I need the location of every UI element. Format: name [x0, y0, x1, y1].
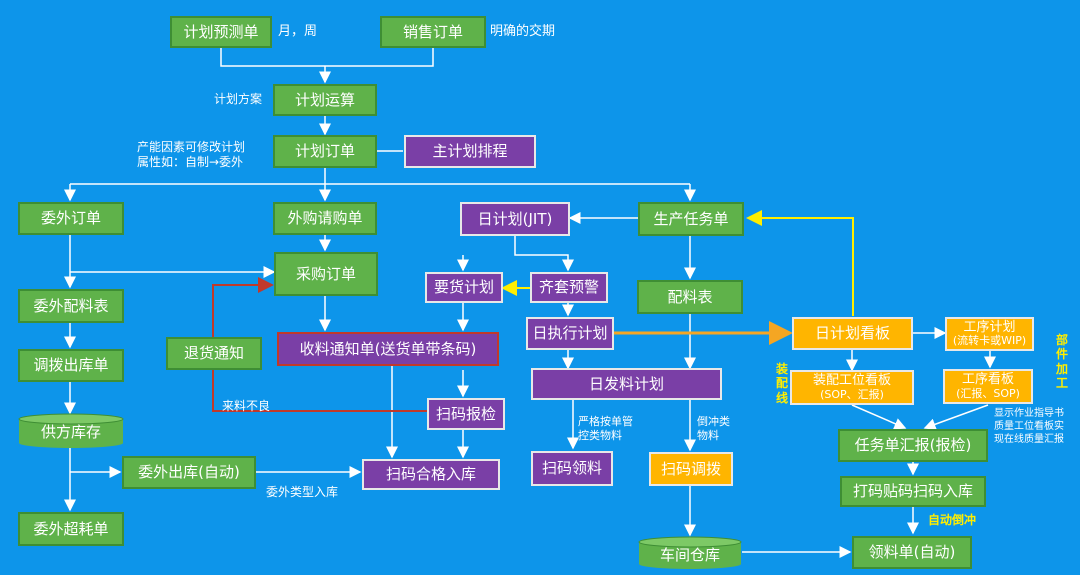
process-plan-box[interactable]: 工序计划 (流转卡或WIP)	[945, 317, 1034, 351]
bom-sheet-box[interactable]: 配料表	[637, 280, 743, 314]
supplier-stock-label: 供方库存	[40, 422, 101, 441]
scan-pick-box[interactable]: 扫码领料	[531, 451, 613, 486]
plan-calc-box[interactable]: 计划运算	[273, 84, 377, 116]
backflush-label-line2: 物料	[697, 429, 719, 442]
request-plan-box[interactable]: 要货计划	[425, 272, 503, 303]
return-notice-box[interactable]: 退货通知	[166, 337, 262, 370]
month-week-label: 月，周	[278, 24, 318, 39]
kit-warning-box[interactable]: 齐套预警	[530, 272, 608, 303]
bad-material-label: 来料不良	[222, 399, 271, 413]
process-board-title: 工序看板	[961, 372, 1014, 388]
process-plan-title: 工序计划	[963, 319, 1016, 335]
sales-order-box[interactable]: 销售订单	[380, 16, 486, 48]
auto-backflush-label: 自动倒冲	[928, 513, 977, 527]
display-label-line2: 质量工位看板实	[994, 421, 1064, 432]
outsource-out-box[interactable]: 委外出库(自动)	[122, 456, 256, 489]
process-board-box[interactable]: 工序看板 (汇报、SOP)	[943, 369, 1033, 404]
transfer-out-box[interactable]: 调拨出库单	[18, 349, 124, 382]
purchase-order-box[interactable]: 采购订单	[274, 252, 378, 296]
workshop-stock-label: 车间仓库	[659, 545, 720, 564]
process-board-subtitle: (汇报、SOP)	[956, 386, 1020, 400]
assembly-board-box[interactable]: 装配工位看板 (SOP、汇报)	[790, 370, 914, 405]
workshop-stock-cylinder[interactable]	[638, 536, 742, 570]
display-label-line1: 显示作业指导书	[994, 408, 1064, 419]
daily-plan-jit-box[interactable]: 日计划(JIT)	[460, 202, 570, 236]
part-process-label: 部 件 加 工	[1056, 333, 1069, 391]
daily-plan-board-box[interactable]: 日计划看板	[792, 317, 913, 350]
display-label-line3: 现在线质量汇报	[994, 434, 1064, 445]
task-report-box[interactable]: 任务单汇报(报检)	[838, 429, 988, 462]
plan-scheme-label: 计划方案	[214, 92, 263, 106]
outsource-type-in-label: 委外类型入库	[266, 485, 339, 499]
capacity-label-line1: 产能因素可修改计划	[137, 140, 246, 154]
strict-label-line1: 严格按单管	[578, 415, 633, 428]
purchase-request-box[interactable]: 外购请购单	[273, 202, 377, 235]
delivery-label: 明确的交期	[490, 24, 556, 39]
scan-transfer-box[interactable]: 扫码调拨	[649, 452, 733, 486]
assembly-board-subtitle: (SOP、汇报)	[820, 387, 884, 401]
backflush-label-line1: 倒冲类	[697, 415, 730, 428]
plan-order-box[interactable]: 计划订单	[273, 135, 377, 168]
supplier-stock-cylinder[interactable]	[18, 413, 124, 449]
outsource-overuse-box[interactable]: 委外超耗单	[18, 512, 124, 546]
scan-qualified-in-box[interactable]: 扫码合格入库	[362, 459, 500, 490]
daily-exec-plan-box[interactable]: 日执行计划	[526, 317, 614, 350]
receipt-notice-box[interactable]: 收料通知单(送货单带条码)	[277, 332, 499, 366]
plan-forecast-box[interactable]: 计划预测单	[170, 16, 272, 48]
outsource-bom-box[interactable]: 委外配料表	[18, 289, 124, 323]
strict-label-line2: 控类物料	[578, 429, 622, 442]
pick-list-box[interactable]: 领料单(自动)	[852, 536, 972, 569]
outsource-order-box[interactable]: 委外订单	[18, 202, 124, 235]
scan-inspect-box[interactable]: 扫码报检	[427, 398, 505, 430]
print-scan-in-box[interactable]: 打码贴码扫码入库	[840, 476, 986, 507]
process-plan-subtitle: (流转卡或WIP)	[952, 334, 1027, 348]
master-schedule-box[interactable]: 主计划排程	[404, 135, 536, 168]
assembly-line-label: 装 配 线	[776, 362, 789, 405]
capacity-label-line2: 属性如：自制→委外	[137, 155, 244, 169]
production-task-box[interactable]: 生产任务单	[638, 202, 744, 236]
daily-issue-plan-box[interactable]: 日发料计划	[531, 368, 722, 400]
assembly-board-title: 装配工位看板	[812, 373, 891, 389]
